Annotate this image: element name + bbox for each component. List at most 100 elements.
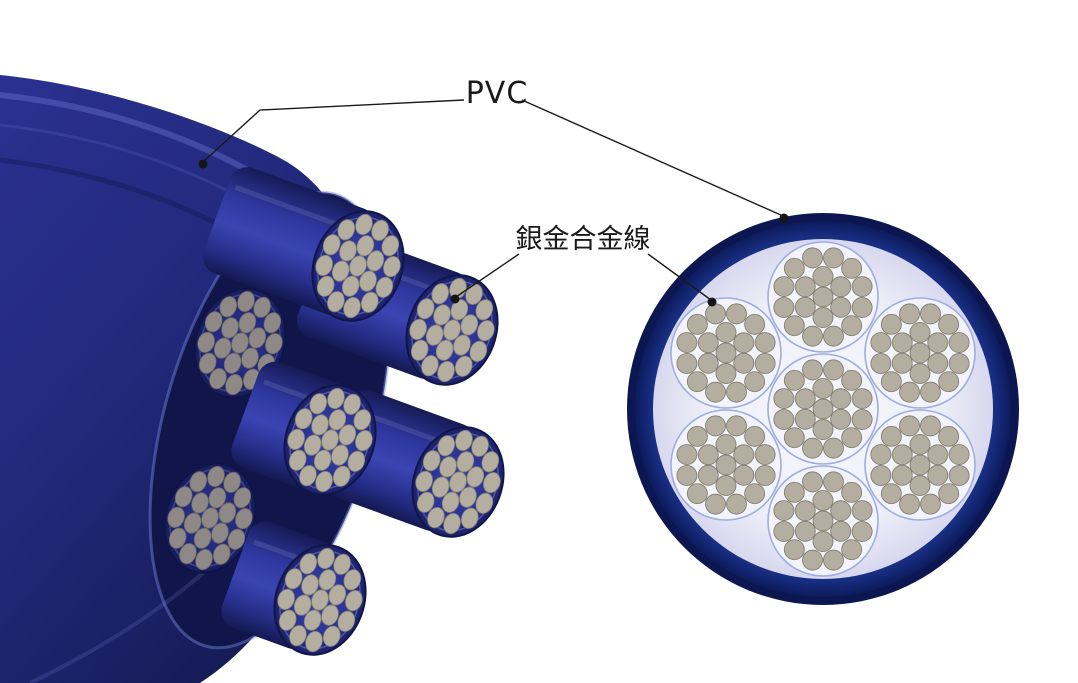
- wire-strand: [920, 381, 941, 403]
- wire-strand: [830, 388, 852, 410]
- wire-strand: [223, 471, 241, 493]
- wire-strand: [715, 322, 737, 343]
- wire-strand: [794, 276, 816, 298]
- wire-strand: [460, 314, 479, 336]
- wire-strand: [293, 594, 312, 616]
- wire-strand: [733, 464, 755, 486]
- wire-strand: [715, 363, 737, 384]
- wire-strand: [481, 451, 500, 473]
- wire-bundle-cross-section: [864, 409, 976, 521]
- bundle-strands: [287, 387, 373, 493]
- wire-bundle-cross-section: [670, 297, 782, 409]
- wire-strand: [715, 475, 737, 496]
- pvc-pointer-dot-right: [779, 213, 789, 223]
- wire-strand: [450, 299, 469, 321]
- wire-strand: [421, 355, 439, 377]
- wire-strand: [726, 303, 747, 325]
- wire-strand: [851, 388, 873, 409]
- wire-strand: [456, 451, 475, 473]
- wire-strand: [248, 327, 267, 349]
- wire-strand: [705, 381, 726, 403]
- wire-strand: [431, 283, 450, 305]
- wire-strand: [948, 332, 970, 353]
- wire-strand: [920, 303, 941, 325]
- wire-strand: [715, 434, 737, 455]
- wire-strand: [204, 311, 223, 333]
- wire-strand: [812, 510, 834, 532]
- wire-strand: [221, 317, 239, 339]
- wire-strand: [191, 492, 209, 514]
- wire-strand: [802, 247, 823, 269]
- wire-strand: [201, 507, 219, 529]
- wire-strand: [198, 352, 217, 374]
- wire-strand: [880, 483, 902, 505]
- pvc-label: PVC: [466, 76, 529, 111]
- wire-strand: [477, 320, 495, 342]
- wire-strand: [284, 568, 303, 590]
- wire-strand: [851, 409, 873, 430]
- wire-strand: [773, 500, 795, 521]
- wire-strand: [427, 507, 445, 529]
- wire-strand: [338, 424, 357, 446]
- wire-strand: [676, 444, 698, 465]
- wire-strand: [416, 298, 435, 320]
- callouts: PVC 銀金合金線: [198, 76, 789, 307]
- bundle-rim: [199, 293, 281, 393]
- wire-strand: [345, 590, 363, 612]
- wire-strand: [263, 312, 282, 334]
- wire-strand: [332, 465, 351, 487]
- wire-strand: [339, 240, 357, 262]
- wire-strand: [211, 522, 229, 544]
- wire-strand: [948, 465, 970, 486]
- wire-strand: [337, 610, 356, 632]
- wire-strand: [355, 430, 373, 452]
- bundle-strands: [415, 429, 501, 535]
- wire-strand: [676, 465, 698, 486]
- wire-strand: [794, 520, 816, 542]
- wire-strand: [253, 296, 271, 318]
- wire-strand: [287, 428, 305, 450]
- wire-strand: [322, 625, 341, 647]
- wire-strand: [337, 219, 356, 241]
- wire-strand: [686, 425, 708, 447]
- wire-strand: [375, 276, 394, 298]
- wire-strand: [744, 313, 766, 335]
- wire-strand: [235, 508, 253, 530]
- wire-strand: [443, 319, 461, 341]
- wire-bundle-3d: [321, 389, 505, 538]
- wire-strand: [783, 257, 805, 279]
- wire-strand: [331, 444, 349, 466]
- wire-strand: [311, 414, 329, 436]
- wire-strand: [909, 454, 931, 476]
- wire-strand: [870, 353, 892, 374]
- wire-strand: [783, 315, 805, 337]
- wire-strand: [783, 427, 805, 449]
- wire-strand: [219, 296, 238, 318]
- wire-strand: [343, 393, 361, 415]
- wire-strand: [802, 325, 823, 347]
- bundle-rim: [289, 390, 371, 490]
- bundle-rim: [279, 550, 361, 650]
- wire-strand: [812, 531, 834, 552]
- wire-strand: [321, 604, 339, 626]
- wire-strand: [909, 342, 931, 364]
- wire-strand: [744, 425, 766, 447]
- wire-strand: [213, 337, 232, 359]
- wire-strand: [880, 313, 902, 335]
- wire-strand: [383, 256, 401, 278]
- alloy-label: 銀金合金線: [516, 224, 651, 255]
- wire-bundle-cross-section: [767, 241, 879, 353]
- wire-strand: [174, 486, 193, 508]
- wire-strand: [322, 234, 341, 256]
- wire-strand: [360, 291, 379, 313]
- alloy-leader-right: [647, 253, 712, 301]
- wire-bundle-3d: [221, 521, 367, 656]
- wire-strand: [851, 297, 873, 318]
- wire-strand: [471, 435, 489, 457]
- wire-strand: [343, 296, 361, 319]
- wire-strand: [289, 625, 307, 647]
- wire-strand: [686, 313, 708, 335]
- wire-strand: [195, 548, 213, 571]
- wire-strand: [353, 409, 372, 431]
